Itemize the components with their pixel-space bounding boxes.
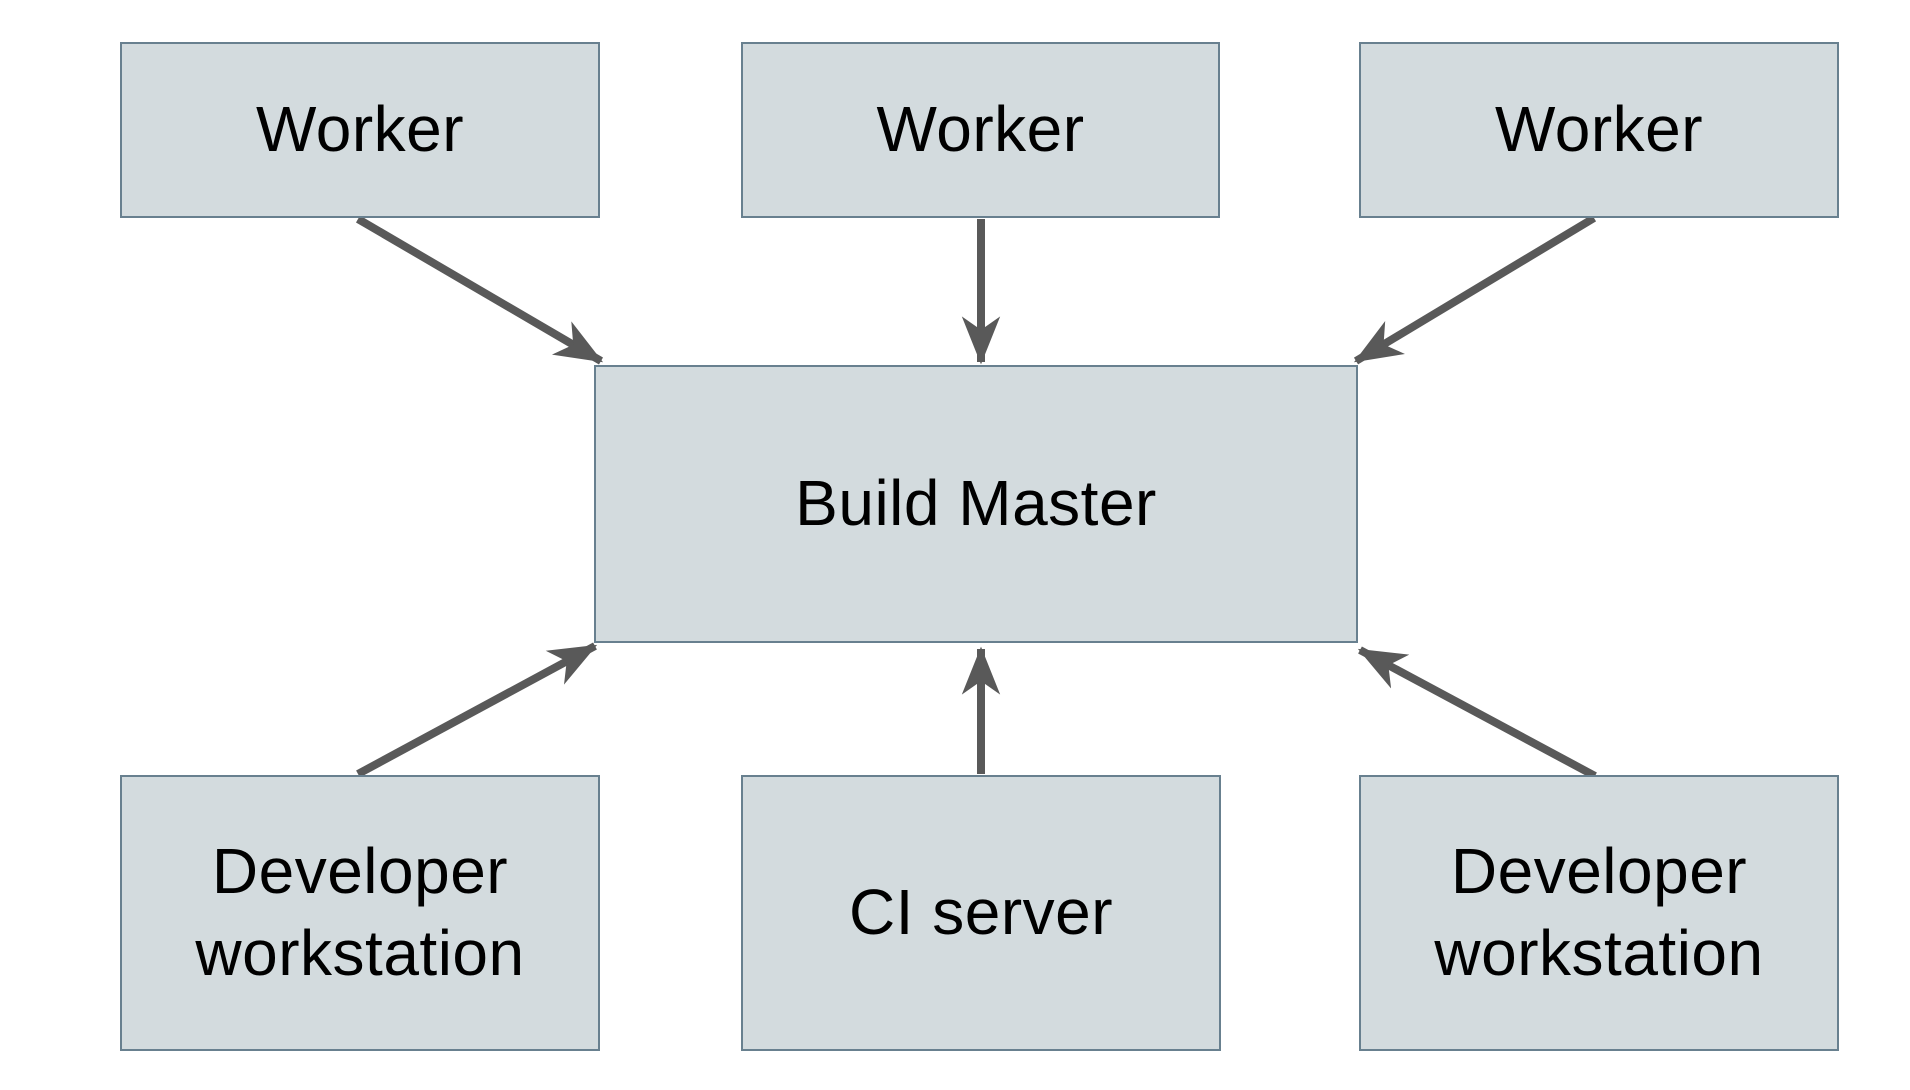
node-dev-workstation-2: Developer workstation (1359, 775, 1839, 1051)
node-label: Developer workstation (195, 835, 525, 989)
node-dev-workstation-1: Developer workstation (120, 775, 600, 1051)
node-worker-1: Worker (120, 42, 600, 218)
arrow-dev-workstation-1-to-build-master (356, 642, 598, 778)
node-ci-server: CI server (741, 775, 1221, 1051)
node-label: Worker (876, 93, 1085, 166)
arrow-dev-workstation-2-to-build-master (1357, 646, 1597, 780)
node-label: Build Master (795, 467, 1157, 540)
node-worker-2: Worker (741, 42, 1220, 218)
arrow-worker-1-to-build-master (355, 215, 604, 365)
arrow-worker-3-to-build-master (1353, 214, 1597, 365)
node-label: Worker (1494, 93, 1704, 166)
node-label: Developer workstation (1434, 835, 1764, 989)
node-worker-3: Worker (1359, 42, 1839, 218)
node-label: Worker (255, 93, 465, 166)
node-build-master: Build Master (594, 365, 1358, 643)
node-label: CI server (848, 876, 1114, 949)
